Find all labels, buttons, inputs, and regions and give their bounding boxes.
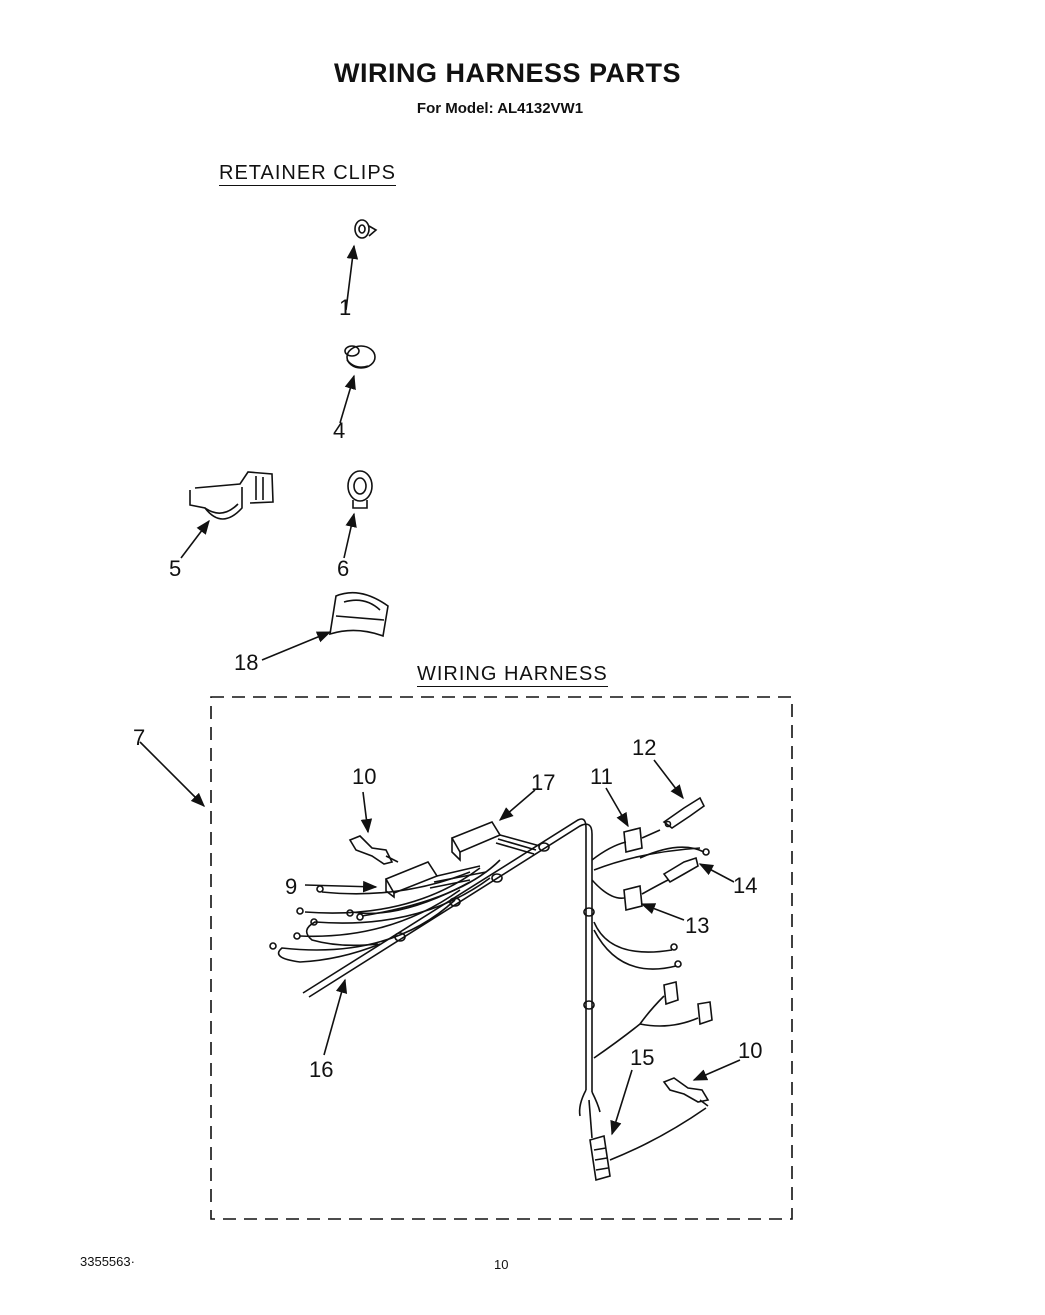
callout-13: 13 [685, 913, 710, 938]
harness-main-trunk [302, 818, 601, 1117]
part-10-terminal-right [662, 1077, 710, 1107]
callout-6: 6 [337, 556, 350, 581]
arrow-10-right [692, 1059, 741, 1081]
page-title: WIRING HARNESS PARTS [333, 58, 681, 88]
part-10-terminal-left [348, 835, 399, 865]
part-11-connector [591, 826, 661, 861]
arrow-17 [498, 789, 536, 821]
part-14-terminal [593, 846, 710, 884]
part-1-clip [354, 219, 378, 239]
callout-10-left: 10 [352, 764, 377, 789]
part-17-connector [450, 821, 541, 862]
callout-1: 1 [339, 295, 352, 320]
callout-18: 18 [234, 650, 259, 675]
callout-14: 14 [733, 873, 758, 898]
part-13-connector [591, 879, 669, 912]
callout-11: 11 [590, 764, 613, 789]
arrow-9 [304, 880, 378, 893]
model-subtitle: For Model: AL4132VW1 [416, 100, 584, 117]
document-number: 3355563· [80, 1254, 135, 1269]
wire-leads-left [269, 859, 501, 963]
arrow-5 [180, 519, 210, 559]
part-15-plug [588, 1099, 707, 1182]
callout-12: 12 [632, 735, 657, 760]
arrow-6 [343, 512, 357, 559]
trunk-bands [394, 842, 595, 1010]
part-6-clip [347, 470, 373, 509]
callout-16: 16 [309, 1057, 334, 1082]
arrow-14 [698, 863, 735, 883]
wire-leads-right [593, 921, 682, 970]
part-12-terminal [662, 796, 706, 829]
callout-5: 5 [169, 556, 182, 581]
callout-9: 9 [285, 874, 298, 899]
part-5-clamp [189, 471, 274, 520]
callout-15: 15 [630, 1045, 655, 1070]
callout-17: 17 [531, 770, 556, 795]
part-18-sleeve [329, 591, 389, 638]
part-9-connector [384, 861, 487, 899]
callout-10-right: 10 [738, 1038, 763, 1063]
harness-boundary [210, 696, 793, 1220]
arrow-12 [653, 759, 684, 800]
arrow-10-left [360, 791, 373, 834]
page-number: 10 [494, 1257, 509, 1272]
arrow-7 [139, 741, 206, 808]
arrow-13 [640, 903, 685, 921]
arrow-18 [261, 631, 332, 661]
arrow-11 [605, 787, 629, 828]
retainer-clips-heading: RETAINER CLIPS [219, 162, 396, 186]
arrow-4 [339, 374, 356, 424]
arrow-15 [610, 1069, 633, 1136]
callout-4: 4 [333, 418, 346, 443]
part-4-clip [344, 345, 376, 369]
callout-7: 7 [133, 725, 146, 750]
spade-connectors [593, 981, 713, 1059]
arrow-16 [323, 978, 348, 1056]
arrow-1 [345, 244, 359, 311]
wiring-harness-heading: WIRING HARNESS [417, 663, 608, 687]
